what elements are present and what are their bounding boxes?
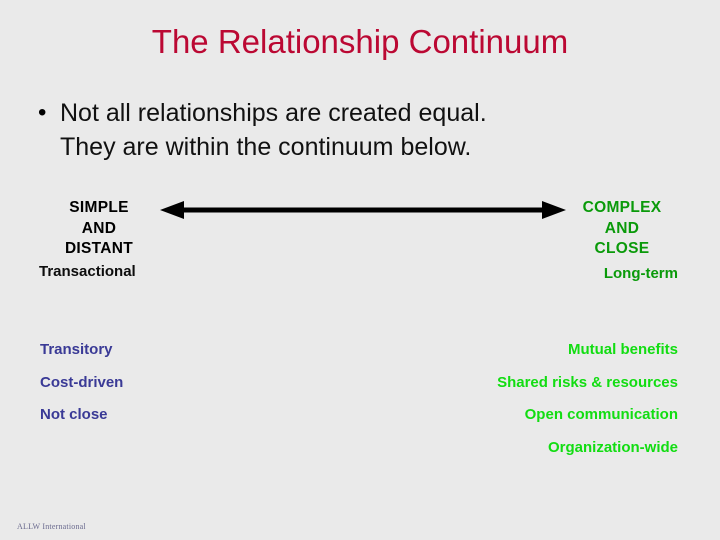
bullet-text: Not all relationships are created equal.… [60,96,487,164]
continuum-arrow [160,198,566,222]
list-item: Organization-wide [547,438,678,456]
list-item: Transitory [40,341,113,358]
pole-right-line-2: AND [604,219,640,237]
attributes-right-list: Mutual benefits Shared risks & resources… [338,334,678,464]
footer-organization: ALLW International [17,522,86,531]
double-arrow-icon [160,201,566,219]
pole-left-line-1: SIMPLE [69,199,129,216]
continuum-pole-right: COMPLEX AND CLOSE Long-term [552,198,692,284]
page-title: The Relationship Continuum [151,23,569,60]
pole-left-line-2: AND [81,219,117,237]
list-item: Open communication [524,406,678,423]
pole-right-line-1: COMPLEX [582,199,662,216]
continuum-pole-left: SIMPLE AND DISTANT Transactional [28,198,170,282]
pole-right-caption: COMPLEX AND CLOSE [552,198,692,260]
pole-left-caption: SIMPLE AND DISTANT [28,198,170,260]
pole-left-subtitle: Transactional [39,262,136,280]
list-item: • Not all relationships are created equa… [38,96,678,164]
list-item: Not close [40,406,108,423]
list-item: Shared risks & resources [497,373,678,391]
pole-right-line-3: CLOSE [594,240,650,257]
bullet-line-1: Not all relationships are created equal. [60,99,487,127]
bullet-marker-icon: • [38,99,47,126]
pole-left-line-3: DISTANT [64,240,134,257]
attributes-left-list: Transitory Cost-driven Not close [40,334,300,432]
bullet-line-2: They are within the continuum below. [60,133,472,161]
list-item: Mutual benefits [567,341,678,358]
pole-right-subtitle: Long-term [603,264,678,282]
bullet-list: • Not all relationships are created equa… [38,96,678,164]
list-item: Cost-driven [40,373,124,391]
